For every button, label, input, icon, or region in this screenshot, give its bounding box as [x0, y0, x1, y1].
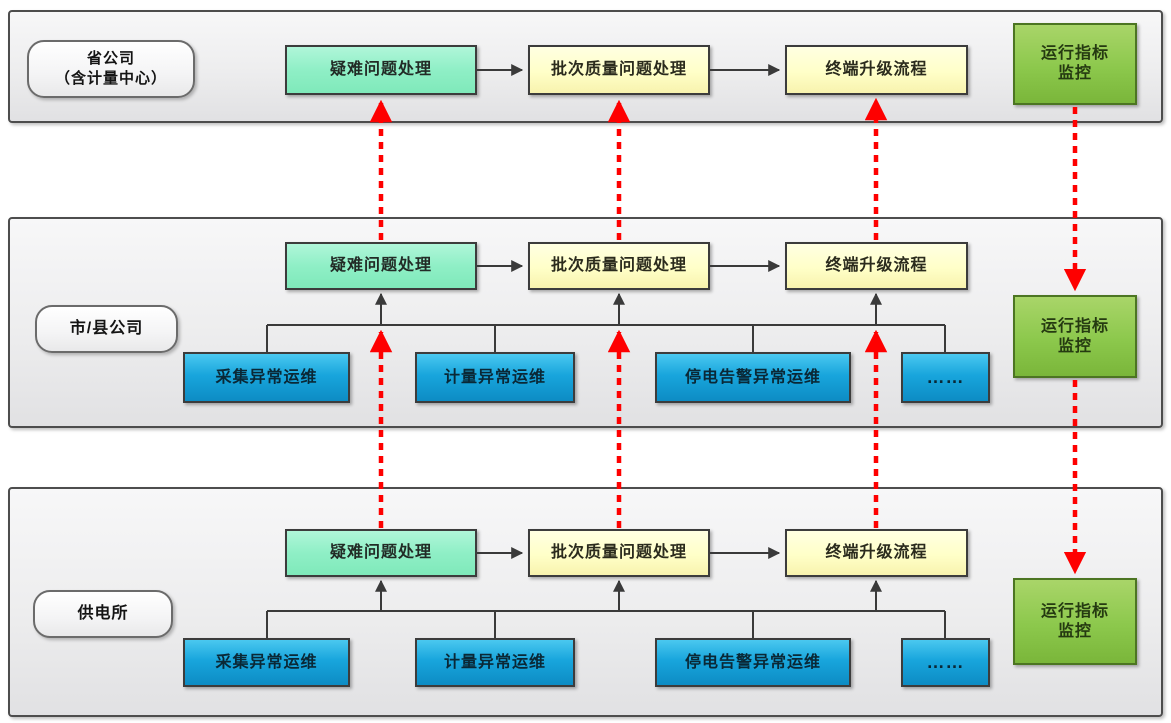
lane-label-province-line1: 省公司 [86, 49, 135, 67]
node-label: …… [926, 652, 965, 673]
node-label: 疑难问题处理 [329, 544, 432, 561]
node-station-metering-anomaly: 计量异常运维 [415, 638, 575, 687]
node-label: 终端升级流程 [825, 257, 928, 274]
lane-label-power-supply-station-line1: 供电所 [77, 605, 129, 623]
node-station-more: …… [901, 638, 990, 687]
node-city-operation-monitor: 运行指标 监控 [1013, 295, 1137, 378]
node-label: 批次质量问题处理 [550, 544, 687, 561]
node-province-batch-quality: 批次质量问题处理 [528, 45, 710, 95]
node-label: …… [926, 367, 965, 388]
node-label: 采集异常运维 [215, 653, 318, 671]
lane-label-city-county-line1: 市/县公司 [69, 320, 144, 338]
node-station-batch-quality: 批次质量问题处理 [528, 529, 710, 577]
node-label-line1: 运行指标 [1040, 317, 1109, 335]
lane-label-power-supply-station: 供电所 [33, 590, 173, 638]
node-label: 采集异常运维 [215, 368, 318, 386]
lane-label-city-county: 市/县公司 [35, 305, 178, 353]
node-city-difficult-problem: 疑难问题处理 [285, 242, 477, 290]
lane-label-province: 省公司 （含计量中心） [27, 40, 195, 98]
node-label: 疑难问题处理 [329, 61, 432, 78]
node-label-line1: 运行指标 [1040, 45, 1109, 62]
node-city-outage-alarm-anomaly: 停电告警异常运维 [655, 352, 851, 403]
node-label: 终端升级流程 [825, 544, 928, 561]
node-label: 终端升级流程 [825, 61, 928, 78]
node-station-collection-anomaly: 采集异常运维 [183, 638, 350, 687]
node-city-metering-anomaly: 计量异常运维 [415, 352, 575, 403]
node-station-difficult-problem: 疑难问题处理 [285, 529, 477, 577]
node-province-operation-monitor: 运行指标 监控 [1013, 23, 1137, 105]
lane-label-province-line2: （含计量中心） [54, 70, 167, 87]
node-province-difficult-problem: 疑难问题处理 [285, 45, 477, 95]
node-province-terminal-upgrade: 终端升级流程 [785, 45, 968, 95]
node-label-line2: 监控 [1057, 337, 1092, 355]
node-label: 停电告警异常运维 [684, 653, 821, 671]
node-label-line1: 运行指标 [1040, 602, 1109, 620]
node-city-batch-quality: 批次质量问题处理 [528, 242, 710, 290]
node-city-terminal-upgrade: 终端升级流程 [785, 242, 968, 290]
node-label: 停电告警异常运维 [684, 368, 821, 386]
node-label: 计量异常运维 [443, 368, 546, 386]
node-station-outage-alarm-anomaly: 停电告警异常运维 [655, 638, 851, 687]
node-label: 疑难问题处理 [329, 257, 432, 274]
node-city-more: …… [901, 352, 990, 403]
node-label-line2: 监控 [1057, 622, 1092, 640]
node-label: 计量异常运维 [443, 653, 546, 671]
node-label: 批次质量问题处理 [550, 61, 687, 78]
node-city-collection-anomaly: 采集异常运维 [183, 352, 350, 403]
node-label: 批次质量问题处理 [550, 257, 687, 274]
node-station-operation-monitor: 运行指标 监控 [1013, 578, 1137, 665]
node-station-terminal-upgrade: 终端升级流程 [785, 529, 968, 577]
node-label-line2: 监控 [1057, 65, 1092, 82]
